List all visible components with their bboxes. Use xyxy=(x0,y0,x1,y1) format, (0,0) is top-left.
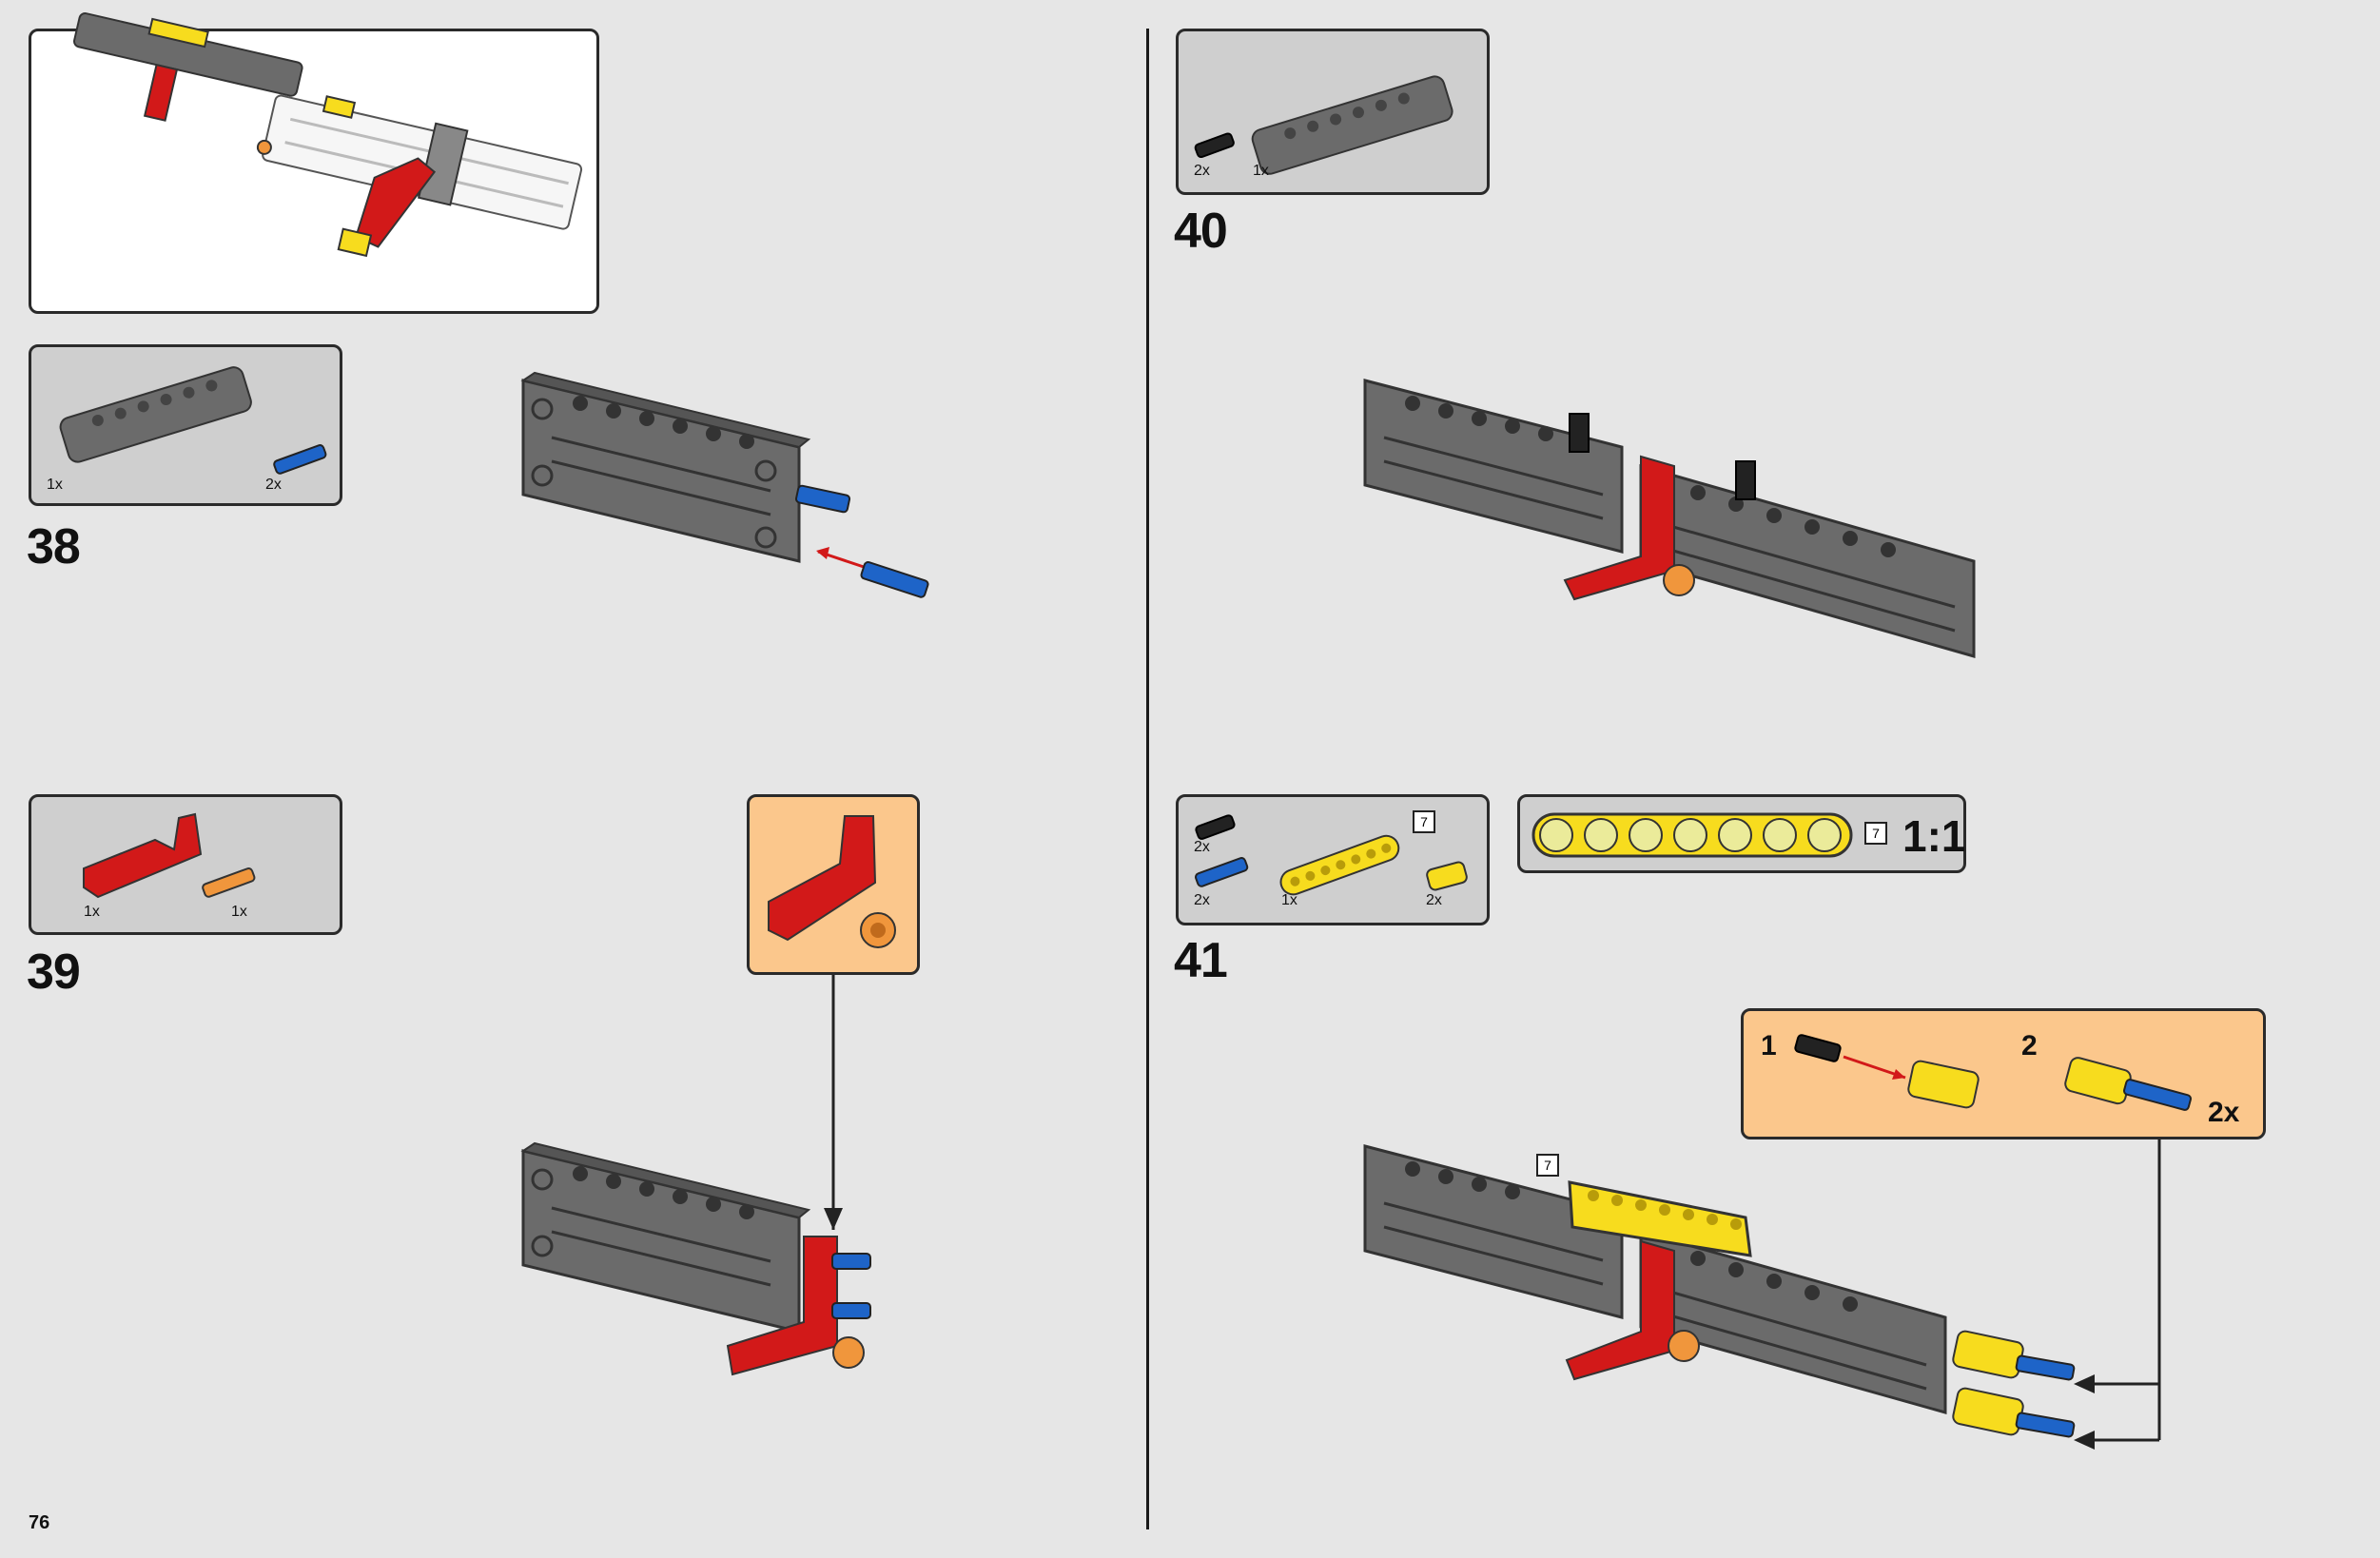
part-qty: 2x xyxy=(1194,839,1210,855)
substep-number: 1 xyxy=(1761,1030,1777,1061)
subassembly-arrows xyxy=(2074,1139,2161,1450)
part-qty: 1x xyxy=(84,904,100,920)
part-qty: 1x xyxy=(1281,892,1297,908)
callout-arrow xyxy=(824,975,843,1230)
step-number: 38 xyxy=(27,519,81,575)
length-tag: 7 xyxy=(1413,810,1435,833)
black-pin-part xyxy=(1194,132,1235,159)
part-qty: 2x xyxy=(1194,163,1210,179)
step-39-callout xyxy=(747,794,920,975)
red-l-beam-with-pin xyxy=(768,815,896,948)
step-number: 39 xyxy=(27,945,81,1000)
step-40-model-drawing xyxy=(1363,379,1976,658)
part-qty: 1x xyxy=(231,904,247,920)
subassembly-multiplier: 2x xyxy=(2208,1097,2240,1128)
length-tag: 7 xyxy=(1536,1154,1559,1177)
length-tag: 7 xyxy=(1864,822,1887,845)
substep-2-drawing xyxy=(2064,1057,2192,1111)
blue-axle-pin-part xyxy=(1195,857,1249,887)
part-qty: 2x xyxy=(1426,892,1442,908)
step-number: 41 xyxy=(1174,933,1228,988)
step-38-parts-box: 1x 2x xyxy=(29,344,342,506)
overview-thumbnail xyxy=(29,12,599,314)
orange-pin-part xyxy=(202,867,256,898)
substep-number: 2 xyxy=(2021,1030,2038,1061)
step-39-model-drawing xyxy=(520,1141,871,1376)
black-pin-part xyxy=(1195,814,1236,840)
yellow-beam-scale-drawing xyxy=(1531,812,1853,858)
red-l-beam-part xyxy=(83,812,203,899)
yellow-beam-part xyxy=(1279,834,1400,896)
part-qty: 1x xyxy=(1253,163,1269,179)
substep-1-drawing xyxy=(1794,1034,1980,1109)
step-40-parts-box: 2x 1x xyxy=(1176,29,1490,195)
scale-guide-box: 7 1:1 xyxy=(1517,794,1966,873)
step-38-model-drawing xyxy=(520,371,929,598)
part-qty: 2x xyxy=(1194,892,1210,908)
part-qty: 2x xyxy=(265,477,282,493)
blue-axle-pin-part xyxy=(273,444,327,475)
grey-panel-part xyxy=(59,366,252,463)
step-41-model-drawing xyxy=(1363,1144,2076,1438)
yellow-connector-part xyxy=(1426,861,1468,891)
step-41-subassembly-callout: 1 2 2x xyxy=(1741,1008,2266,1139)
scale-label: 1:1 xyxy=(1902,811,1966,861)
step-39-parts-box: 1x 1x xyxy=(29,794,342,935)
step-number: 40 xyxy=(1174,204,1228,259)
grey-panel-part xyxy=(1251,75,1453,175)
step-41-parts-box: 7 2x 2x 1x 2x xyxy=(1176,794,1490,925)
page-number: 76 xyxy=(29,1512,50,1533)
part-qty: 1x xyxy=(47,477,63,493)
page-divider xyxy=(1146,29,1149,1529)
overview-model-drawing xyxy=(73,12,583,258)
